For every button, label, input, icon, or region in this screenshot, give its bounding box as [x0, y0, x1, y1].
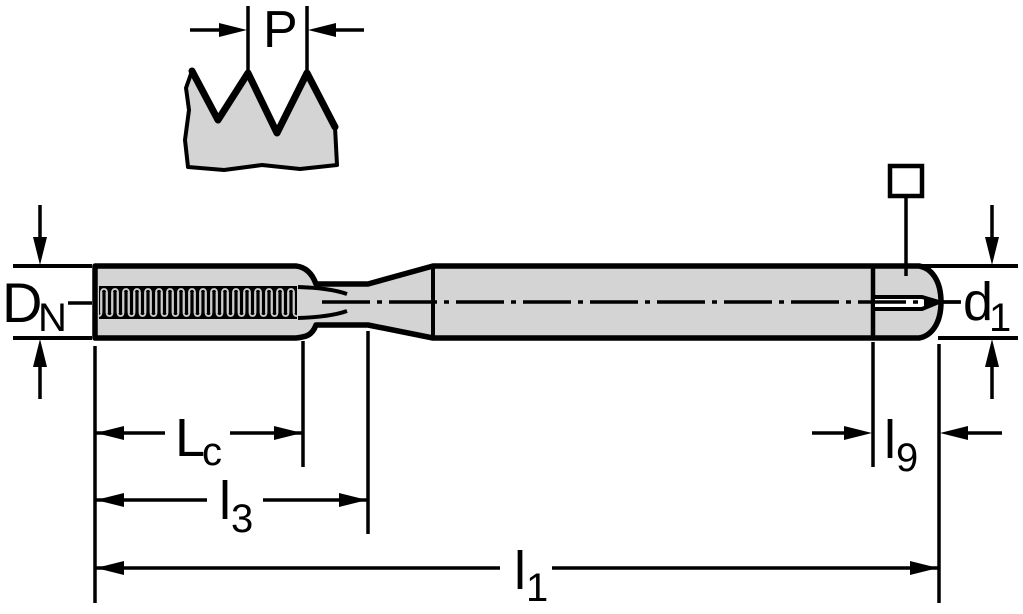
square-length-dimension: l 9	[812, 410, 1002, 480]
shank-diameter-label: d	[963, 272, 993, 332]
neck-length-dimension: l 3	[96, 471, 367, 541]
arrowhead-right-icon	[910, 561, 938, 575]
shank-diameter-label-sub: 1	[989, 296, 1011, 340]
bottom-extension-lines	[93, 331, 941, 603]
nominal-diameter-label-sub: N	[38, 296, 67, 340]
arrowhead-left-icon	[96, 561, 124, 575]
thread-section	[99, 286, 297, 319]
shank-diameter-dimension: d 1	[920, 205, 1018, 399]
arrowhead-left-icon	[96, 493, 124, 507]
square-drive-callout	[887, 163, 925, 276]
neck-length-label: l	[219, 471, 231, 531]
arrowhead-up-icon	[33, 339, 47, 367]
flute-runout-line	[297, 285, 348, 296]
arrowhead-down-icon	[33, 237, 47, 265]
chamfer-length-label: L	[175, 408, 205, 468]
arrowhead-right-icon	[274, 426, 302, 440]
arrowhead-left-icon	[96, 426, 124, 440]
thread-profile-crest-edge	[188, 67, 339, 137]
pitch-label: P	[263, 1, 298, 59]
arrowhead-right-icon	[219, 23, 247, 37]
arrowhead-right-icon	[339, 493, 367, 507]
chamfer-length-label-sub: c	[202, 430, 222, 474]
tap-body	[92, 263, 960, 341]
nominal-diameter-label: D	[2, 271, 42, 334]
square-flat-band	[875, 297, 938, 309]
flute-runout-line	[297, 309, 348, 320]
arrowhead-down-icon	[985, 237, 999, 265]
thread-profile-detail	[183, 67, 339, 172]
overall-length-label: l	[514, 541, 526, 601]
overall-length-dimension: l 1	[96, 541, 938, 610]
square-drive-icon	[887, 163, 925, 199]
arrowhead-left-icon	[308, 23, 336, 37]
chamfer-length-dimension: L c	[96, 408, 302, 474]
square-length-label: l	[884, 410, 896, 470]
arrowhead-left-icon	[940, 426, 968, 440]
neck-length-label-sub: 3	[231, 497, 253, 541]
pitch-dimension: P	[190, 1, 364, 71]
arrowhead-right-icon	[844, 426, 872, 440]
arrowhead-up-icon	[985, 339, 999, 367]
nominal-diameter-dimension: D N	[2, 205, 92, 399]
square-length-label-sub: 9	[896, 436, 918, 480]
overall-length-label-sub: 1	[526, 566, 548, 610]
